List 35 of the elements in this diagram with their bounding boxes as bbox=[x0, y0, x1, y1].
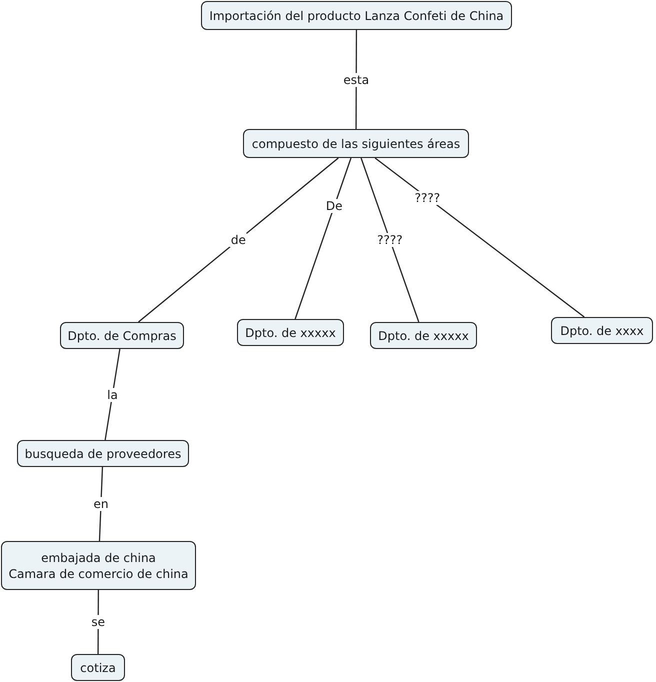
concept-box bbox=[551, 317, 653, 344]
concept-text: Dpto. de xxxx bbox=[560, 322, 644, 338]
concept-text: Dpto. de xxxxx bbox=[245, 324, 336, 340]
concept-box bbox=[237, 319, 344, 346]
connector-line bbox=[374, 158, 585, 318]
concept-box bbox=[243, 129, 469, 158]
concept-text: embajada de china bbox=[41, 550, 156, 566]
concept-text: busqueda de proveedores bbox=[24, 446, 182, 462]
concept-text: Importación del producto Lanza Confeti de China bbox=[209, 8, 504, 24]
edge-label: ???? bbox=[376, 233, 404, 247]
concept-text: Dpto. de xxxxx bbox=[378, 328, 469, 344]
concept-text: Dpto. de Compras bbox=[68, 328, 176, 344]
concept-text: cotiza bbox=[80, 660, 116, 676]
edge-label: la bbox=[106, 388, 119, 402]
concept-box bbox=[71, 654, 125, 681]
edge-label: esta bbox=[342, 72, 370, 86]
connector-line bbox=[355, 30, 358, 129]
connector-line bbox=[360, 158, 420, 322]
edge-label: en bbox=[92, 497, 110, 511]
concept-box bbox=[17, 440, 189, 467]
edge-label: De bbox=[324, 199, 344, 214]
edge-label: de bbox=[230, 233, 247, 247]
connector-line bbox=[97, 590, 99, 654]
connector-line bbox=[138, 158, 339, 322]
connector-line bbox=[104, 348, 120, 440]
concept-box bbox=[1, 541, 196, 590]
concept-box bbox=[201, 1, 512, 30]
concept-text: compuesto de las siguientes áreas bbox=[252, 136, 460, 152]
edge-label: se bbox=[90, 615, 106, 629]
connector-line bbox=[98, 466, 104, 542]
edge-label: ???? bbox=[414, 190, 442, 205]
concept-box bbox=[60, 322, 184, 349]
concept-text: Camara de comercio de china bbox=[8, 566, 188, 582]
concept-box bbox=[370, 322, 477, 349]
connector-line bbox=[294, 158, 352, 320]
